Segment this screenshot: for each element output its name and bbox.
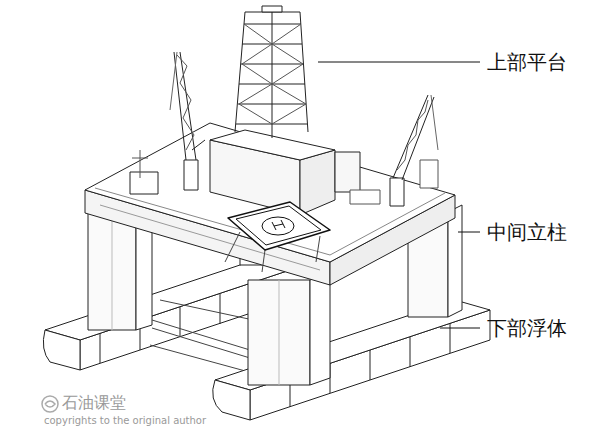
column <box>248 272 330 385</box>
derrick <box>235 6 308 138</box>
leader-line <box>318 62 480 328</box>
part-label: 中间立柱 <box>487 219 567 245</box>
deck <box>85 123 455 285</box>
watermark: copyrights to the original author <box>44 414 206 427</box>
part-label: 上部平台 <box>487 49 567 75</box>
watermark: 石油课堂 <box>62 393 126 414</box>
crane <box>170 52 205 190</box>
watermark-logo <box>42 396 58 412</box>
part-label: 下部浮体 <box>487 315 567 341</box>
superstructure <box>130 130 360 215</box>
deck-detail <box>132 150 438 204</box>
helideck <box>225 202 330 272</box>
crane <box>390 95 438 206</box>
